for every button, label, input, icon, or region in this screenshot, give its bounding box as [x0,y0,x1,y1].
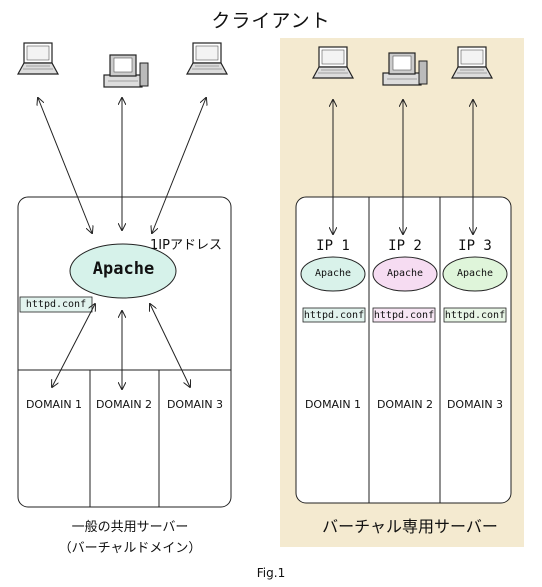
ip-2-label: IP 2 [388,238,422,254]
domain-2-label: DOMAIN 2 [95,398,153,411]
figure-label: Fig.1 [256,566,286,580]
general-server-subcaption: （バーチャルドメイン） [58,541,202,556]
laptop-icon [17,42,59,75]
desktop-computer-icon [103,54,149,88]
apache-ip3-label: Apache [456,268,494,279]
ip-1-label: IP 1 [316,238,350,254]
domain-1-label: DOMAIN 1 [25,398,83,411]
apache-ip2-label: Apache [386,268,424,279]
httpd-conf-ip1-label: httpd.conf [303,310,365,321]
general-server-caption: 一般の共用サーバー [71,520,189,535]
laptop-icon [186,42,228,75]
httpd-conf-main-label: httpd.conf [25,299,87,310]
apache-main-label: Apache [92,259,155,279]
vdomain-1-label: DOMAIN 1 [304,398,362,411]
httpd-conf-ip3-label: httpd.conf [444,310,506,321]
single-ip-label: 1IPアドレス [150,238,222,253]
apache-main-ellipse [69,243,177,299]
arrow [52,304,95,387]
apache-ip3-ellipse [442,256,508,292]
laptop-icon [451,46,493,79]
vdomain-2-label: DOMAIN 2 [376,398,434,411]
httpd-conf-ip1-box [302,307,366,323]
vdomain-3-label: DOMAIN 3 [446,398,504,411]
apache-ip1-label: Apache [314,268,352,279]
domain-3-label: DOMAIN 3 [166,398,224,411]
arrow [38,98,92,233]
apache-ip1-ellipse [300,256,366,292]
laptop-icon [312,46,354,79]
apache-ip2-ellipse [372,256,438,292]
ip-3-label: IP 3 [458,238,492,254]
clients-title: クライアント [211,10,331,32]
httpd-conf-ip2-box [372,307,436,323]
arrow [150,304,190,387]
virtual-server-caption: バーチャル専用サーバー [322,517,498,536]
httpd-conf-ip2-label: httpd.conf [373,310,435,321]
httpd-conf-ip3-box [443,307,507,323]
arrow [152,98,206,233]
